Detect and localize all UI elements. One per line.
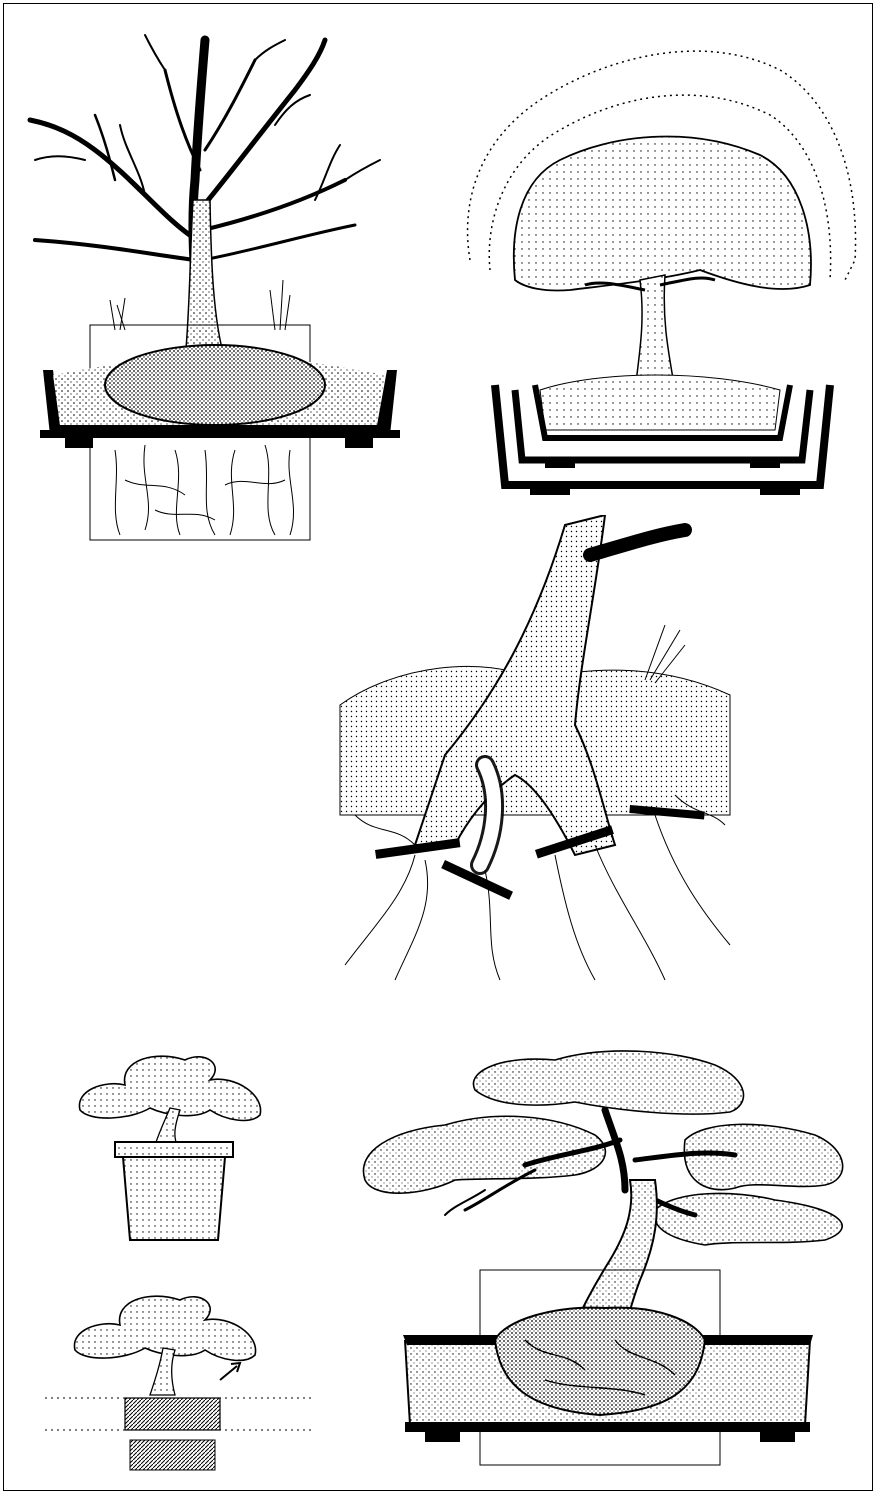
tree-canopy-pots-icon bbox=[450, 30, 860, 500]
bare-tree-root-pruning-icon bbox=[25, 30, 415, 550]
nursery-pot-icon bbox=[75, 1050, 270, 1250]
panel-root-cut-closeup bbox=[335, 515, 735, 985]
panel-deciduous-repot bbox=[25, 30, 415, 550]
panel-root-ball-cut bbox=[45, 1280, 315, 1475]
panel-potted-nursery-tree bbox=[75, 1050, 270, 1250]
root-ball-icon bbox=[45, 1280, 315, 1475]
root-cut-icon bbox=[335, 515, 735, 985]
panel-pine-in-bonsai-pot bbox=[355, 1040, 855, 1475]
pine-bonsai-icon bbox=[355, 1040, 855, 1475]
panel-canopy-pot-sizes bbox=[450, 30, 860, 500]
